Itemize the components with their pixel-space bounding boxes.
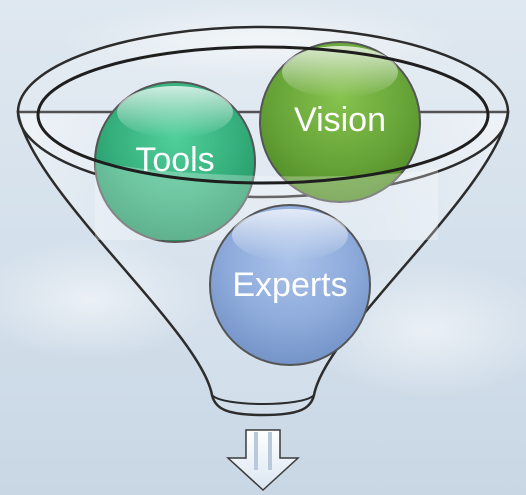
tools-ball-highlight: [117, 86, 233, 138]
funnel-spout-rim: [211, 394, 315, 405]
vision-ball-highlight: [282, 46, 398, 98]
experts-ball: Experts: [209, 204, 371, 366]
experts-ball-highlight: [232, 209, 348, 261]
vision-ball: Vision: [259, 41, 421, 203]
vision-label: Vision: [294, 101, 386, 139]
experts-label: Experts: [232, 266, 347, 304]
down-arrow-icon: [226, 429, 300, 492]
tools-ball: Tools: [94, 81, 256, 243]
funnel-inner-rim: [36, 45, 490, 185]
